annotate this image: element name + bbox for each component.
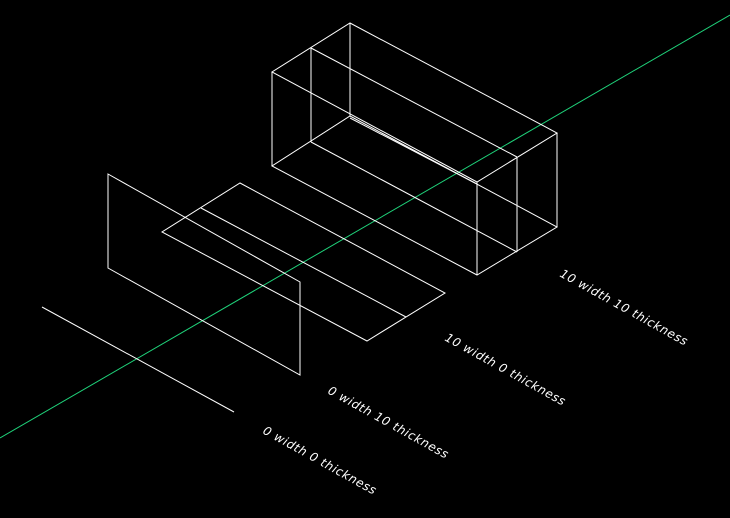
box-inner-edge bbox=[310, 141, 518, 253]
plane-center-line bbox=[200, 207, 407, 318]
green-axis-line bbox=[0, 14, 730, 439]
plane-outline bbox=[161, 182, 447, 342]
wall-0-width-10-thickness[interactable] bbox=[107, 173, 301, 376]
box-inner-edge bbox=[310, 47, 518, 158]
label-box: 10 width 10 thickness bbox=[558, 266, 691, 348]
wall-outline bbox=[107, 173, 301, 376]
plane-10-width-0-thickness[interactable] bbox=[161, 182, 447, 342]
label-wall: 0 width 10 thickness bbox=[326, 383, 452, 461]
box-10-width-10-thickness[interactable] bbox=[271, 22, 559, 276]
line-0-width-0-thickness[interactable] bbox=[41, 306, 235, 413]
label-plane: 10 width 0 thickness bbox=[443, 330, 569, 408]
label-line: 0 width 0 thickness bbox=[261, 423, 380, 497]
box-inner-edge bbox=[349, 117, 478, 185]
